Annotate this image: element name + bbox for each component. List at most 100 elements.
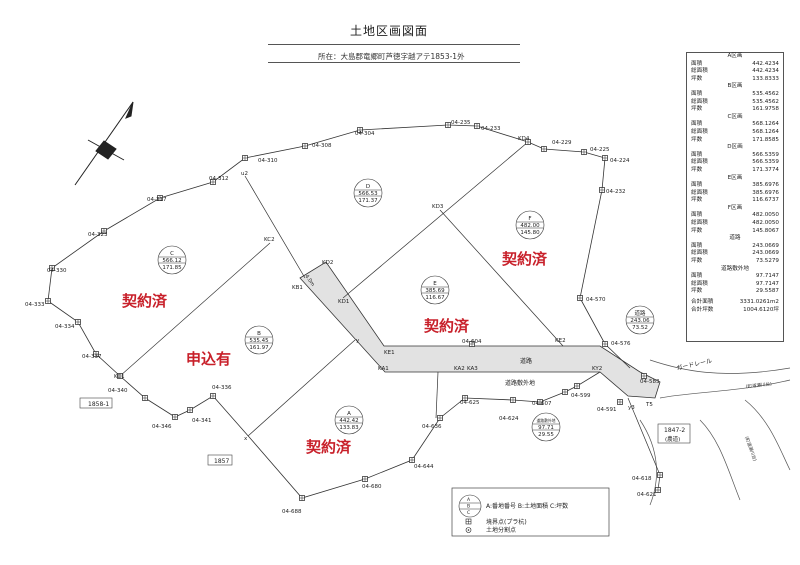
lot-letter: 道路: [634, 309, 646, 317]
lot-tsubo: 133.83: [339, 425, 359, 431]
road-side-label: (町道瀬川台): [743, 435, 759, 462]
point-label: 04-224: [610, 158, 630, 164]
point-label: u2: [241, 171, 248, 177]
point-label: 04-599: [571, 393, 591, 399]
boundary-stake-icon: [655, 487, 661, 493]
lot-tsubo: 145.80: [520, 230, 540, 236]
area-table-key: 総面積: [691, 250, 708, 257]
boundary-stake-icon: [172, 414, 178, 420]
boundary-stake-icon: [599, 187, 605, 193]
area-table-key: 合計坪数: [691, 306, 714, 313]
boundary-stake-icon: [602, 341, 608, 347]
lot-area: 442.42: [339, 418, 358, 424]
area-table-value: 73.5279: [755, 258, 779, 265]
guardrail-curve: [649, 359, 791, 374]
area-table-value: 29.5587: [755, 288, 779, 295]
area-table-key: 総面積: [691, 159, 708, 166]
lot-number-box: [79, 397, 113, 409]
boundary-stake-icon: [49, 265, 55, 271]
area-table-value: 482.0050: [752, 212, 779, 219]
area-table-key: 面積: [691, 273, 703, 280]
lot-letter: E: [433, 281, 437, 287]
lot-letter: D: [366, 184, 370, 190]
road-curve-3: [699, 419, 741, 501]
boundary-stake-icon: [242, 155, 248, 161]
boundary-stake-icon: [469, 341, 475, 347]
point-label: y3: [628, 405, 635, 411]
area-table-section-title: A区画: [727, 53, 743, 59]
point-label: KA1: [378, 366, 389, 372]
area-table-value: 566.5359: [752, 159, 779, 166]
point-label: KE2: [555, 338, 566, 344]
legend-symbol-icon: [458, 494, 482, 518]
lot-number-sub: (農道): [665, 435, 680, 443]
point-label: KY2: [592, 366, 602, 372]
point-label: 04-235: [451, 120, 471, 126]
lot-number-box: [657, 423, 691, 444]
lot-number-label: 1857: [214, 458, 229, 465]
point-label: 04-680: [362, 484, 382, 490]
point-label: T5: [645, 402, 653, 408]
area-table-value: 171.3774: [752, 166, 779, 173]
area-table-section-title: 道路敷外地: [721, 265, 749, 272]
title-rule: [268, 44, 520, 45]
point-label: 04-225: [590, 147, 610, 153]
point-label: 04-340: [108, 388, 128, 394]
point-label: 04-334: [55, 324, 75, 330]
lot-area: 566.53: [358, 191, 378, 197]
lot-letter: A: [347, 411, 351, 417]
boundary-stake-icon: [541, 146, 547, 152]
boundary-stake-icon: [45, 298, 51, 304]
lot-line-y: [247, 339, 356, 437]
point-label: x: [244, 436, 248, 442]
area-table-key: 坪数: [691, 106, 703, 113]
boundary-stake-icon: [302, 143, 308, 149]
point-label: KA3: [467, 366, 478, 372]
boundary-stake-icon: [581, 149, 587, 155]
area-table-section-title: C区画: [727, 113, 743, 120]
point-label: 04-618: [632, 476, 652, 482]
lot-line-618: [627, 397, 661, 476]
area-table-section-title: B区画: [727, 83, 743, 90]
legend-item-1: A:番地番号 B:土地面積 C:坪数: [486, 502, 568, 510]
boundary-stake-icon: [210, 179, 216, 185]
point-label: 04-336: [212, 385, 232, 391]
lot-letter: B: [257, 331, 261, 337]
point-label: 04-312: [209, 176, 228, 182]
status-label-b: 申込有: [186, 350, 231, 368]
boundary-stake-icon: [142, 395, 148, 401]
area-table-key: 総面積: [691, 220, 708, 227]
road-curve-2: [639, 419, 657, 506]
lot-letter: C: [170, 251, 174, 257]
point-label: 04-688: [282, 509, 302, 515]
point-label: 04-341: [192, 418, 211, 424]
lot-area: 97.71: [538, 425, 554, 431]
legend-item-2: 境界点(プラ杭): [486, 518, 527, 526]
area-table-key: 坪数: [691, 136, 703, 143]
lot-tsubo: 29.55: [538, 432, 554, 438]
boundary-stake-icon: [409, 457, 415, 463]
status-label-a: 契約済: [305, 438, 352, 456]
area-table-value: 145.8067: [752, 227, 779, 234]
area-table-key: 面積: [691, 212, 703, 219]
area-table-key: 総面積: [691, 68, 708, 75]
area-table-key: 面積: [691, 151, 703, 158]
boundary-stake-icon: [101, 228, 107, 234]
area-table-value: 171.8585: [752, 136, 779, 143]
boundary-stake-icon: [574, 383, 580, 389]
point-labels: 04-235 04-233 04-304 04-308 04-310 04-31…: [25, 120, 660, 515]
point-label: KE1: [384, 350, 395, 356]
area-table-value: 568.1264: [752, 128, 779, 135]
